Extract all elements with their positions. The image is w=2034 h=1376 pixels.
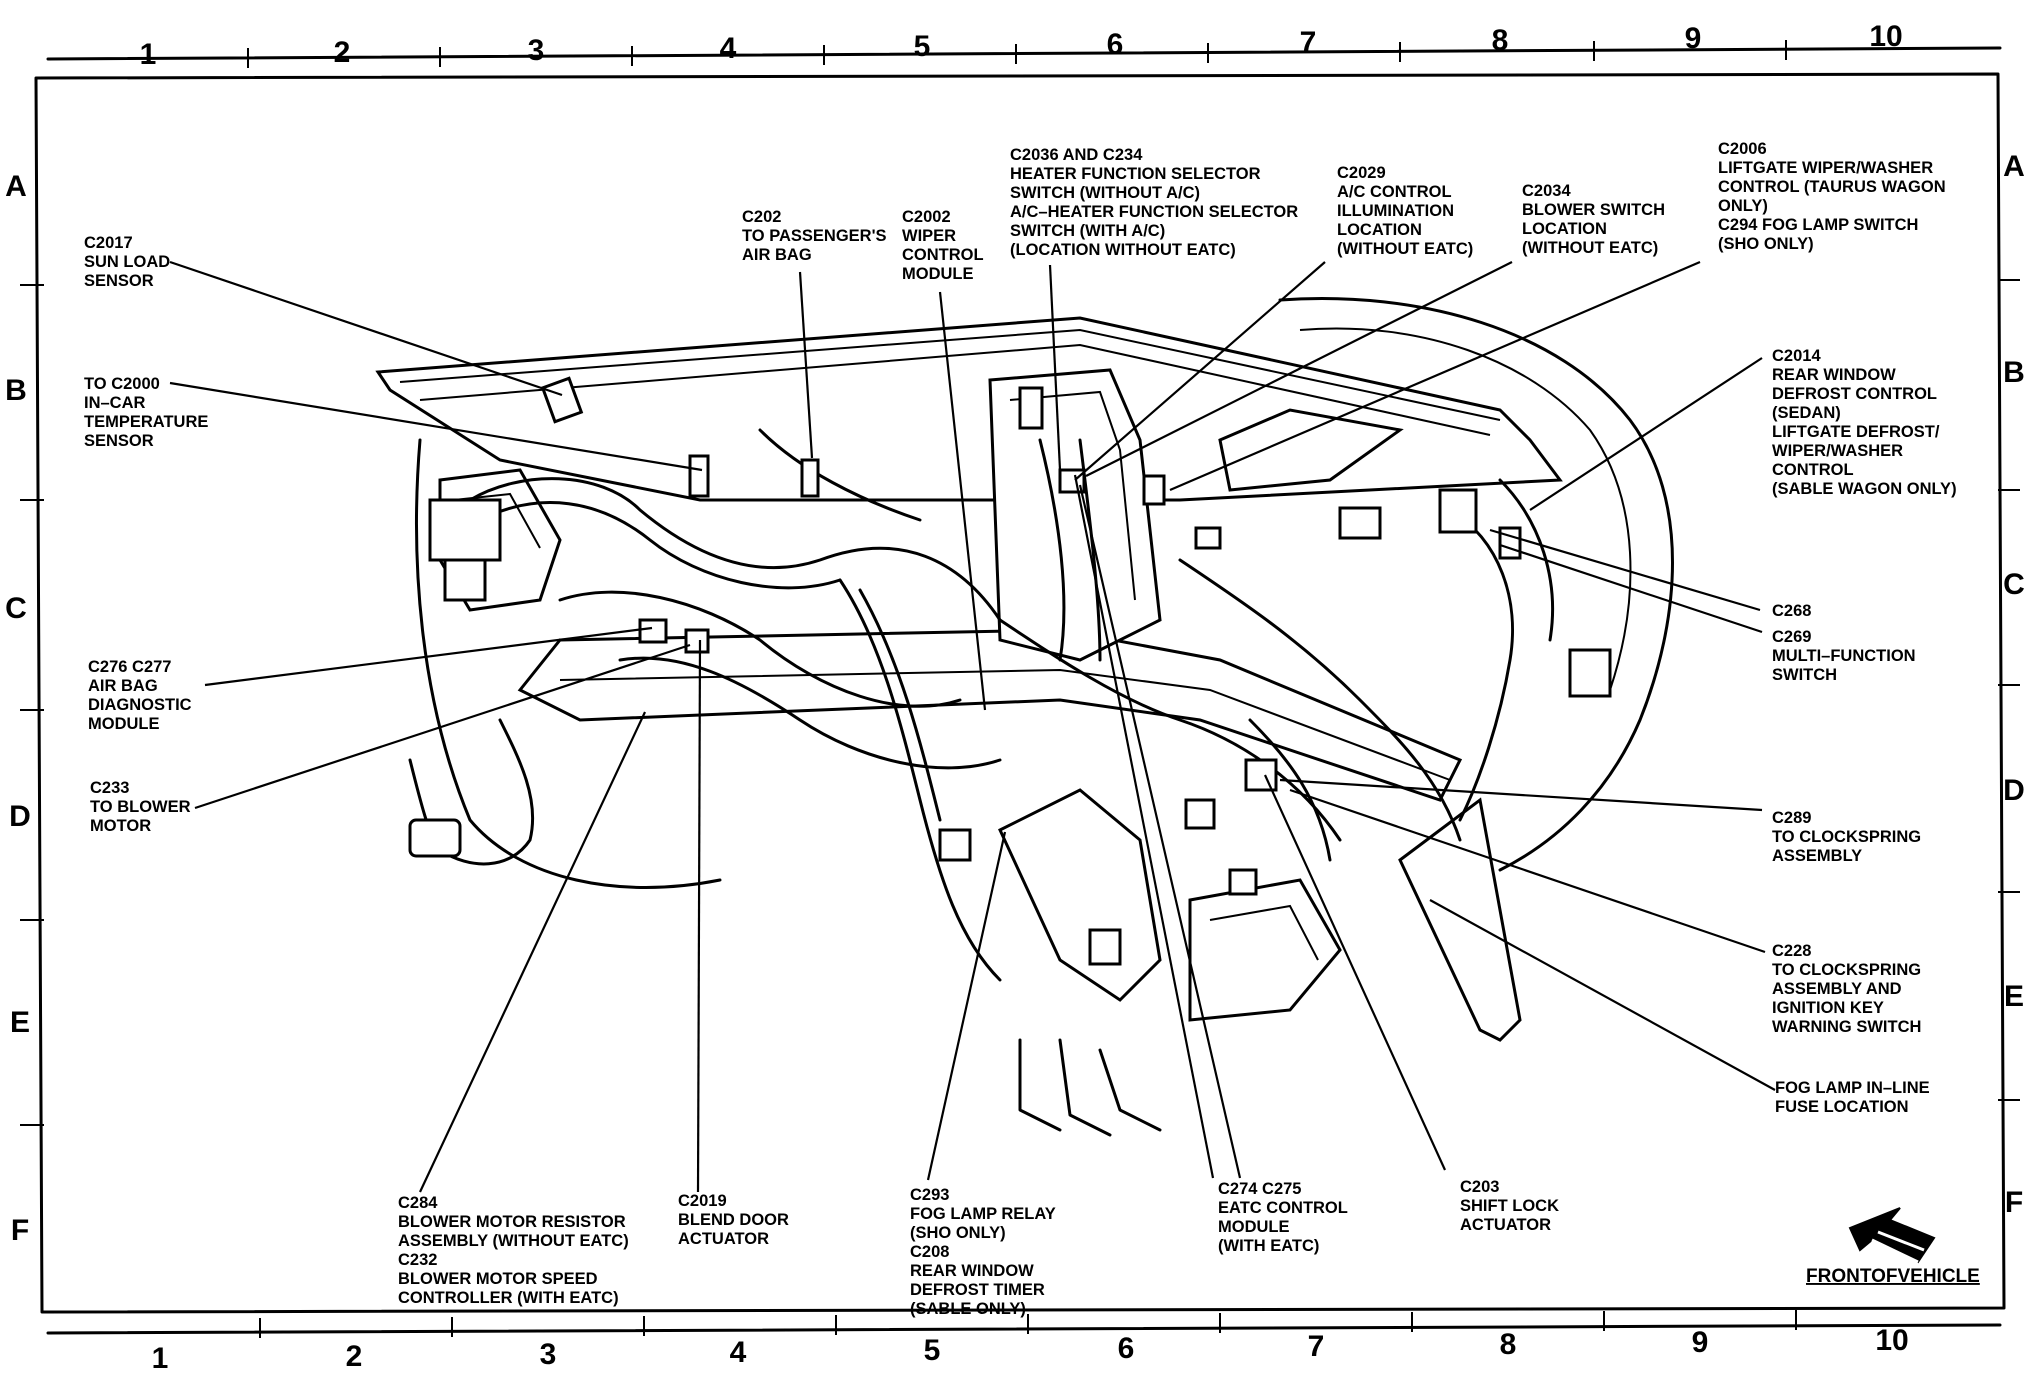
col-label: 5 [924, 1334, 941, 1367]
col-label: 3 [528, 34, 545, 67]
col-label: 3 [540, 1338, 557, 1371]
leader-lines [169, 260, 1776, 1193]
col-label: 10 [1869, 20, 1902, 53]
row-label: D [2003, 774, 2025, 807]
col-label: 9 [1692, 1326, 1709, 1359]
col-label: 7 [1308, 1330, 1325, 1363]
col-label: 1 [140, 38, 157, 71]
col-label: 8 [1492, 24, 1509, 57]
row-labels-left: A B C D E F [5, 170, 31, 1247]
front-arrow-icon [1848, 1207, 1936, 1264]
col-label: 9 [1685, 22, 1702, 55]
row-label: E [10, 1006, 30, 1039]
col-label: 6 [1107, 28, 1124, 61]
front-of-vehicle-label: FRONTOFVEHICLE [1806, 1266, 1980, 1287]
row-label: A [2003, 150, 2025, 183]
col-label: 10 [1875, 1324, 1908, 1357]
front-of-vehicle: FRONTOFVEHICLE [1806, 1207, 1980, 1287]
col-label: 4 [730, 1336, 747, 1369]
row-label: E [2004, 980, 2024, 1013]
row-labels-right: A B C D E F [2003, 150, 2025, 1219]
row-label: F [11, 1214, 29, 1247]
row-label: B [5, 374, 27, 407]
col-label: 1 [152, 1342, 169, 1375]
col-label: 7 [1300, 26, 1317, 59]
row-label: B [2003, 356, 2025, 389]
row-label: C [2003, 568, 2025, 601]
col-label: 5 [914, 30, 931, 63]
row-label: D [9, 800, 31, 833]
col-label: 2 [346, 1340, 363, 1373]
column-labels-bottom: 1 2 3 4 5 6 7 8 9 10 [152, 1324, 1909, 1375]
instrument-panel-drawing [375, 297, 1674, 1137]
callout-c268: C268 [1772, 602, 1811, 620]
column-labels-top: 1 2 3 4 5 6 7 8 9 10 [140, 20, 1903, 71]
col-label: 6 [1118, 1332, 1135, 1365]
col-label: 8 [1500, 1328, 1517, 1361]
col-label: 4 [720, 32, 737, 65]
row-label: A [5, 170, 27, 203]
row-label: C [5, 592, 27, 625]
grid-frame [20, 40, 2020, 1338]
row-label: F [2005, 1186, 2023, 1219]
col-label: 2 [334, 36, 351, 69]
